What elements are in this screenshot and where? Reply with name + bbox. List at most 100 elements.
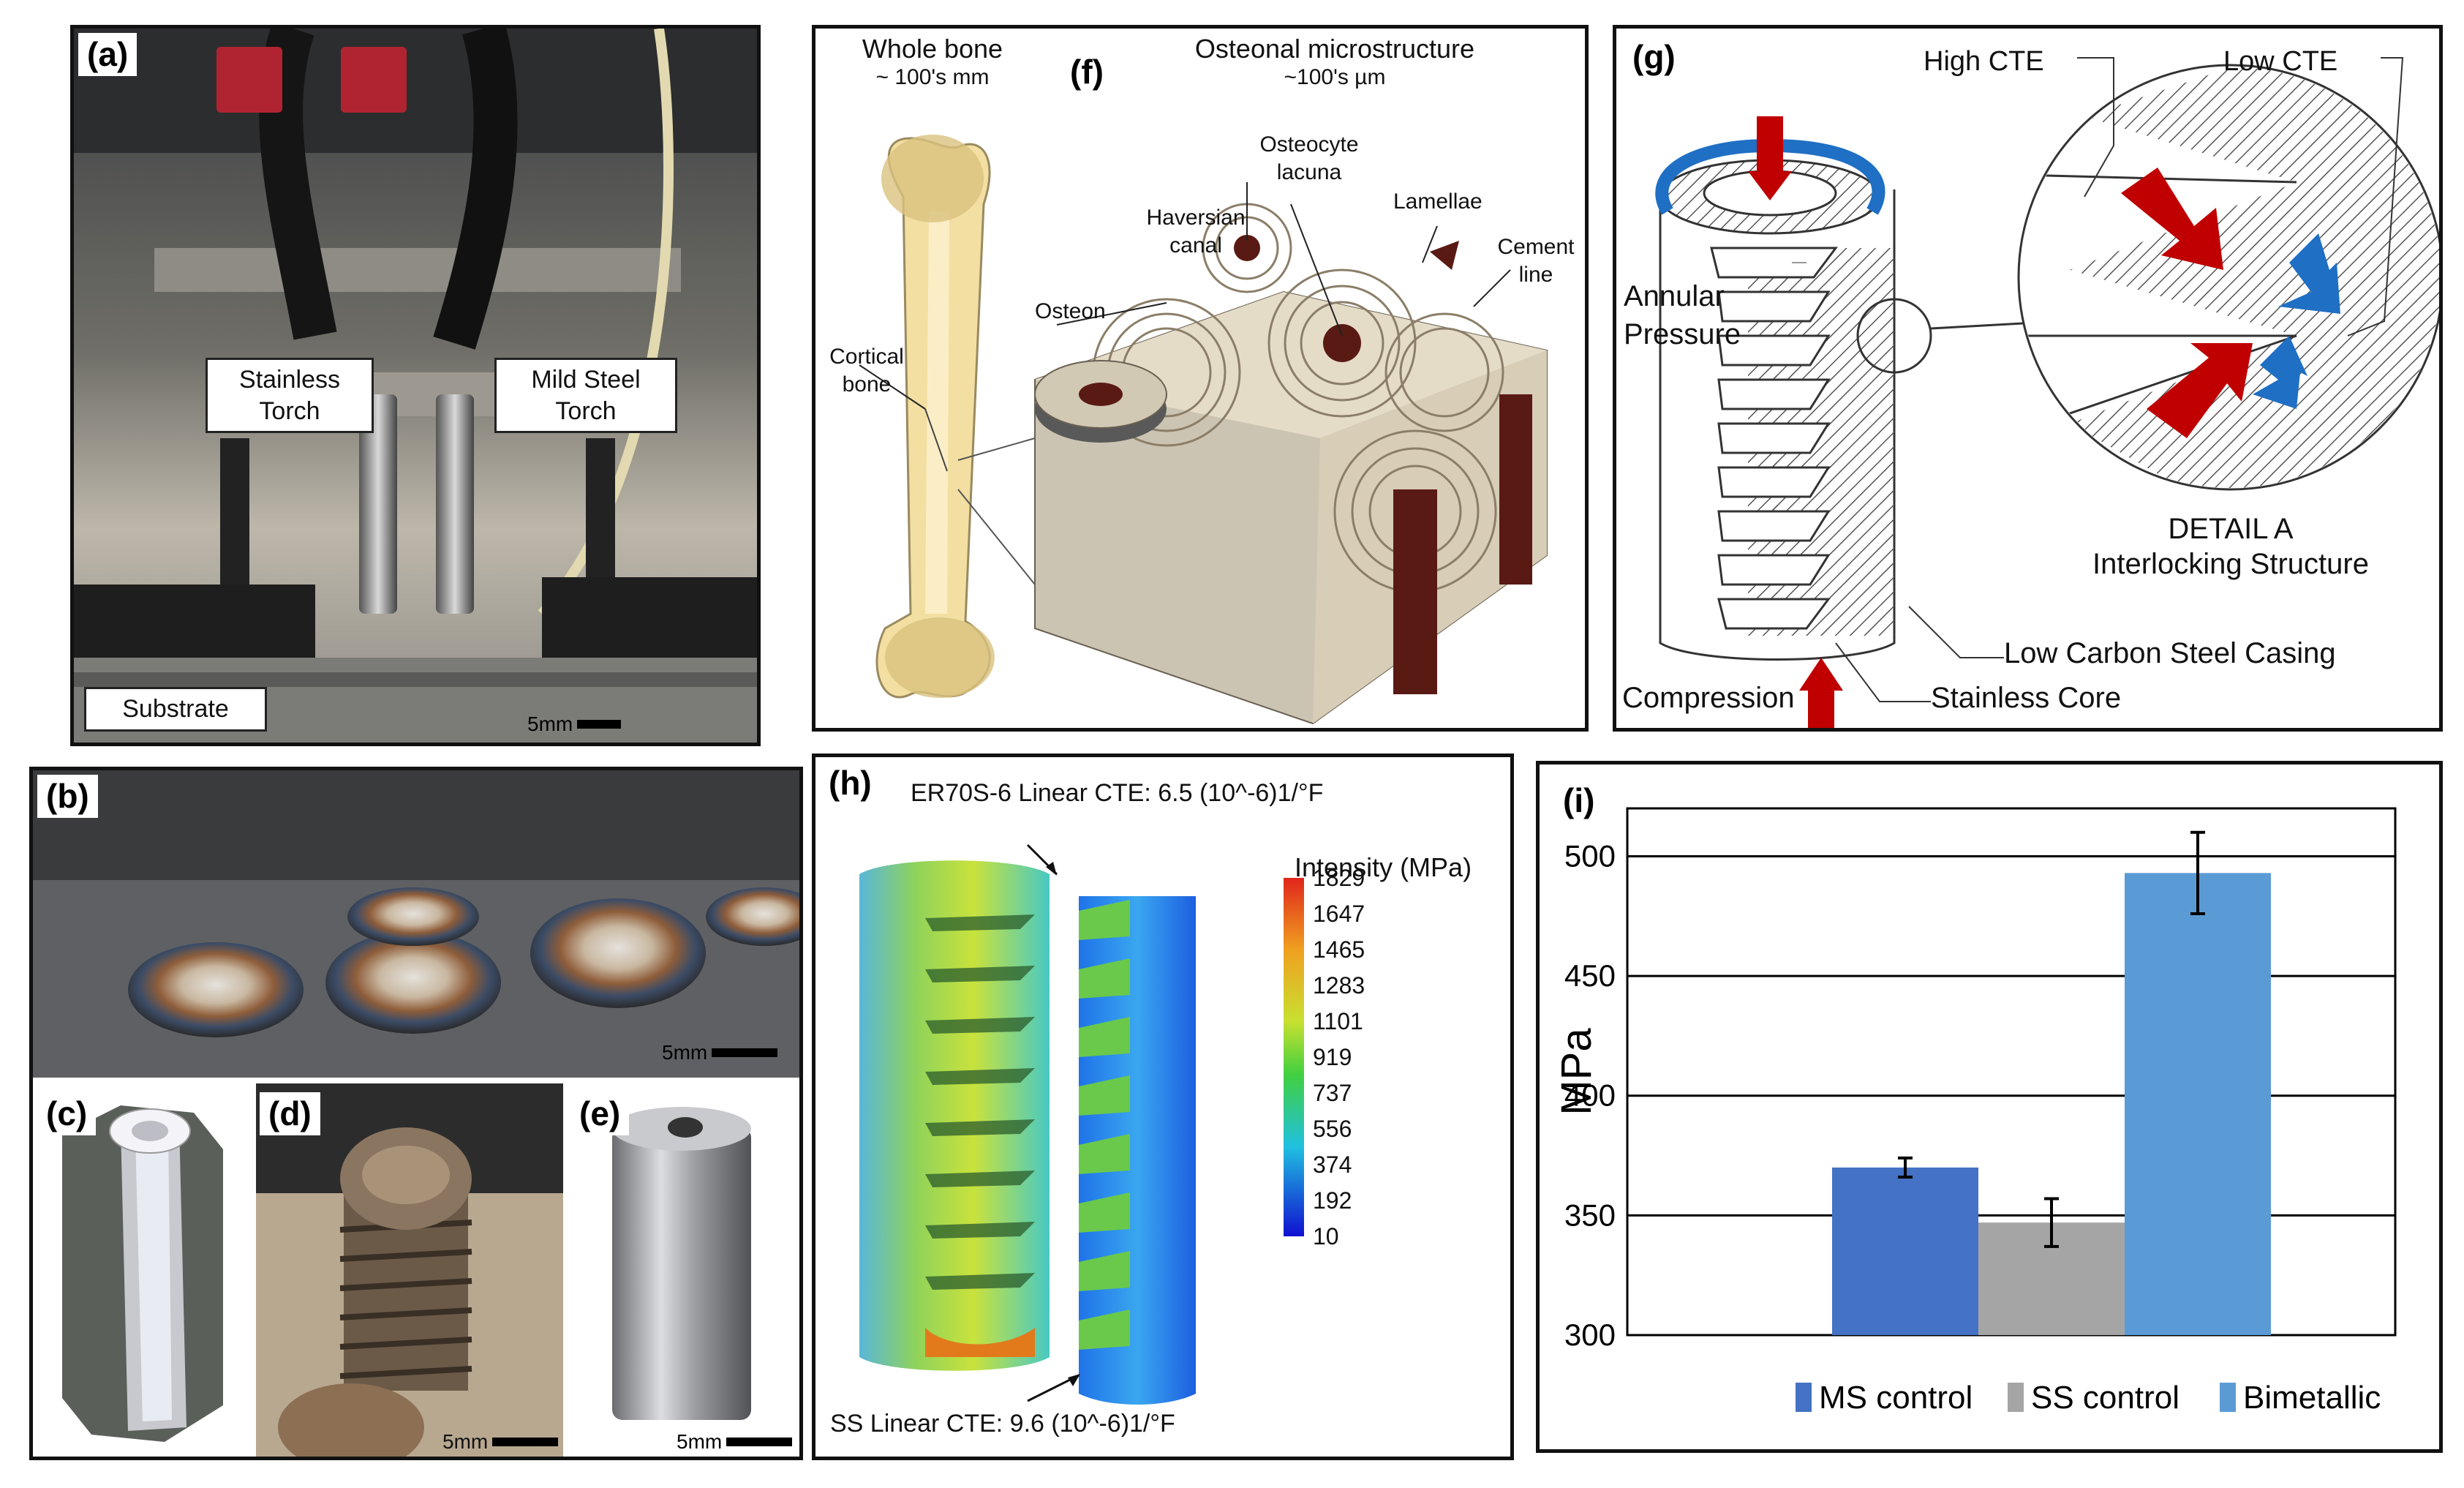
panel-a: (a) Stainless Torch Mild Steel Torch Sub… (70, 25, 761, 746)
panel-d-photo (256, 1083, 563, 1457)
panel-b-photo (33, 770, 799, 1078)
legend-value: 919 (1313, 1044, 1352, 1070)
detail-a-label: DETAIL A Interlocking Structure (2070, 511, 2392, 582)
osteonal-title: Osteonal microstructure (1194, 34, 1475, 64)
panel-i-tag: (i) (1554, 779, 1604, 822)
bar-ms-control (1832, 1167, 1978, 1335)
panel-f-diagram (859, 135, 1548, 725)
osteocyte-line1: Osteocyte (1259, 132, 1359, 157)
legend-value: 1283 (1313, 972, 1365, 999)
cortical-label: Cortical bone (815, 343, 918, 398)
panel-b-group: (b) 5mm (c) (d) 5mm (29, 767, 803, 1460)
annular-pressure-label: Annular Pressure (1624, 277, 1741, 353)
whole-bone-label: Whole bone ~ 100's mm (845, 33, 1020, 91)
panel-h-fea (859, 843, 1304, 1405)
panel-d-tag: (d) (260, 1092, 320, 1135)
osteon-block-drawing (1034, 203, 1548, 725)
mild-steel-torch-line2: Torch (555, 397, 617, 425)
panel-f-tag: (f) (1061, 50, 1112, 94)
cement-line1: Cement (1497, 235, 1575, 259)
panel-h-tag: (h) (820, 762, 881, 805)
osteocyte-label: Osteocyte lacuna (1240, 131, 1379, 186)
panel-g-diagram (1655, 57, 2439, 728)
high-cte-label: High CTE (1924, 46, 2044, 77)
y-tick-label: 400 (1564, 1078, 1616, 1113)
legend-value: 1465 (1313, 936, 1365, 963)
haversian-label: Haversian canal (1123, 204, 1269, 259)
panel-d-scalebar: 5mm (442, 1430, 559, 1454)
legend-value: 192 (1313, 1187, 1352, 1214)
whole-bone-scale: ~ 100's mm (875, 65, 990, 90)
substrate-label: Substrate (84, 687, 267, 732)
lamellae-label: Lamellae (1393, 189, 1482, 214)
panel-e-scale-text: 5mm (677, 1430, 723, 1453)
cement-line2: line (1518, 262, 1553, 287)
legend-swatch (2220, 1383, 2236, 1412)
osteonal-label: Osteonal microstructure ~100's µm (1152, 33, 1518, 91)
panel-b-tag: (b) (37, 775, 98, 818)
stainless-core-label: Stainless Core (1931, 682, 2122, 714)
legend-swatch (1796, 1383, 1812, 1412)
annular-line1: Annular (1624, 280, 1725, 312)
mild-steel-torch-line1: Mild Steel (531, 366, 641, 394)
ss-cte-label: SS Linear CTE: 9.6 (10^-6)1/°F (830, 1410, 1175, 1438)
bar-bimetallic (2125, 873, 2271, 1335)
legend-swatch (2008, 1383, 2024, 1412)
intensity-legend-values: 1829 1647 1465 1283 1101 919 737 556 374 192 10 (1313, 865, 1401, 1250)
y-tick-label: 500 (1564, 838, 1616, 873)
casing-label: Low Carbon Steel Casing (2004, 637, 2336, 669)
panel-e-tag: (e) (570, 1092, 630, 1135)
detail-line1: DETAIL A (2168, 513, 2294, 545)
y-tick-label: 350 (1564, 1198, 1616, 1232)
cement-label: Cement line (1488, 233, 1583, 288)
panel-c-render (33, 1083, 252, 1457)
whole-bone-drawing (875, 135, 1036, 699)
stainless-torch-label: Stainless Torch (206, 358, 374, 433)
panel-f: (f) Whole bone ~ 100's mm Osteonal micro… (812, 25, 1589, 732)
y-tick-label: 300 (1564, 1318, 1616, 1352)
panel-a-scale-text: 5mm (527, 713, 573, 735)
haversian-line2: canal (1169, 233, 1222, 258)
whole-bone-title: Whole bone (862, 34, 1003, 64)
intensity-colorbar (1284, 878, 1304, 1236)
annular-line2: Pressure (1624, 318, 1741, 350)
legend-value: 10 (1313, 1223, 1339, 1250)
detail-line2: Interlocking Structure (2092, 548, 2369, 580)
legend-value: 737 (1313, 1080, 1352, 1106)
panel-a-tag: (a) (78, 33, 137, 76)
osteonal-scale: ~100's µm (1284, 65, 1386, 90)
legend-label: MS control (1819, 1380, 1973, 1416)
panel-b-scale-text: 5mm (662, 1041, 708, 1064)
legend-label: SS control (2031, 1380, 2179, 1416)
er70s-label: ER70S-6 Linear CTE: 6.5 (10^-6)1/°F (911, 779, 1324, 807)
low-cte-label: Low CTE (2223, 46, 2338, 77)
compression-label: Compression (1622, 682, 1795, 714)
osteocyte-line2: lacuna (1276, 159, 1342, 184)
detail-a-drawing (2017, 64, 2439, 491)
legend-value: 374 (1313, 1151, 1352, 1178)
stainless-torch-line1: Stainless (239, 366, 340, 394)
legend-value: 1647 (1313, 901, 1365, 927)
panel-h: (h) ER70S-6 Linear CTE: 6.5 (10^-6)1/°F … (812, 754, 1514, 1460)
legend-label: Bimetallic (2243, 1380, 2381, 1416)
cortical-line2: bone (842, 372, 892, 397)
legend-value: 1829 (1313, 865, 1365, 891)
stainless-torch-line2: Torch (259, 397, 320, 425)
panel-a-scalebar: 5mm (527, 713, 622, 736)
legend-value: 556 (1313, 1116, 1352, 1142)
screw-drawing (1655, 116, 2063, 728)
legend-value: 1101 (1313, 1008, 1363, 1034)
panel-d-scale-text: 5mm (442, 1430, 489, 1453)
cortical-line1: Cortical (829, 345, 904, 369)
mild-steel-torch-label: Mild Steel Torch (494, 358, 677, 433)
panel-e-photo (568, 1083, 799, 1457)
osteon-label: Osteon (1035, 299, 1106, 323)
y-axis-label: MPa (1553, 1028, 1600, 1116)
y-tick-label: 450 (1564, 958, 1616, 993)
panel-c-tag: (c) (37, 1092, 97, 1135)
intensity-legend-title: Intensity (MPa) (1295, 852, 1472, 882)
panel-b-scalebar: 5mm (662, 1041, 778, 1064)
panel-e-scalebar: 5mm (677, 1430, 793, 1454)
